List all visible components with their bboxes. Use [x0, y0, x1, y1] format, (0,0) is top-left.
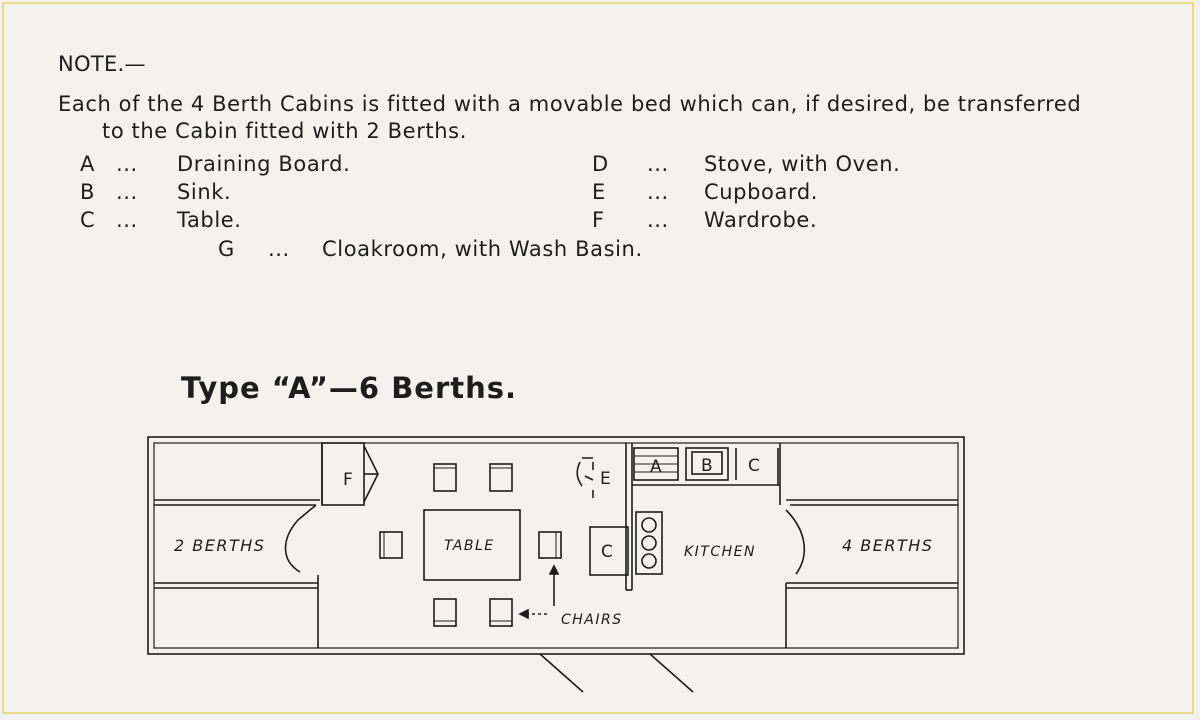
sink [685, 447, 729, 481]
sink-label: B [701, 456, 713, 476]
side-table-label: C [601, 542, 613, 562]
draining-board [633, 447, 679, 481]
entrance-step-line [649, 653, 694, 693]
key-letter: E [592, 180, 606, 204]
plan-heading: Type “A”—6 Berths. [181, 371, 518, 405]
key-letter: B [80, 180, 96, 204]
saloon-table [423, 509, 521, 581]
key-desc: Wardrobe. [704, 208, 818, 232]
entrance-step-line [539, 653, 584, 693]
key-dots: ... [647, 180, 669, 204]
key-dots: ... [116, 152, 138, 176]
note-line-2: to the Cabin fitted with 2 Berths. [102, 119, 467, 143]
key-letter: D [592, 152, 609, 176]
key-dots: ... [647, 152, 669, 176]
kitchen-table [735, 448, 779, 485]
key-dots: ... [116, 208, 138, 232]
chair [489, 598, 513, 627]
key-letter: A [80, 152, 95, 176]
chair [433, 463, 457, 492]
wardrobe-label: F [343, 470, 353, 490]
note-title: NOTE.— [58, 52, 146, 76]
outer-wall [147, 436, 965, 655]
kitchen-label: KITCHEN [684, 544, 756, 560]
cupboard [576, 457, 594, 498]
key-desc: Stove, with Oven. [704, 152, 901, 176]
key-desc: Table. [177, 208, 242, 232]
key-dots: ... [116, 180, 138, 204]
kitchen-partition [625, 443, 780, 591]
right-cabin-label: 4 BERTHS [842, 536, 933, 555]
stove [635, 511, 663, 575]
chairs-pointer [518, 564, 560, 620]
table-label: TABLE [444, 538, 495, 554]
key-letter: F [592, 208, 605, 232]
key-desc: Draining Board. [177, 152, 351, 176]
key-desc: Sink. [177, 180, 232, 204]
chair [433, 598, 457, 627]
draining-board-label: A [650, 457, 662, 477]
key-desc: Cloakroom, with Wash Basin. [322, 237, 643, 261]
wardrobe [321, 442, 379, 506]
key-letter: G [218, 237, 235, 261]
key-dots: ... [647, 208, 669, 232]
kitchen-table-label: C [748, 456, 760, 476]
inner-wall [153, 442, 959, 649]
note-line-1: Each of the 4 Berth Cabins is fitted wit… [58, 92, 1082, 116]
right-cabin [779, 443, 958, 648]
left-cabin-label: 2 BERTHS [174, 536, 265, 555]
saloon-side-table [589, 526, 629, 576]
cupboard-label: E [600, 469, 611, 489]
chair [538, 531, 562, 559]
chair [489, 463, 513, 492]
key-dots: ... [268, 237, 290, 261]
key-letter: C [80, 208, 96, 232]
chair [379, 531, 403, 559]
chairs-label: CHAIRS [561, 612, 623, 628]
key-desc: Cupboard. [704, 180, 819, 204]
